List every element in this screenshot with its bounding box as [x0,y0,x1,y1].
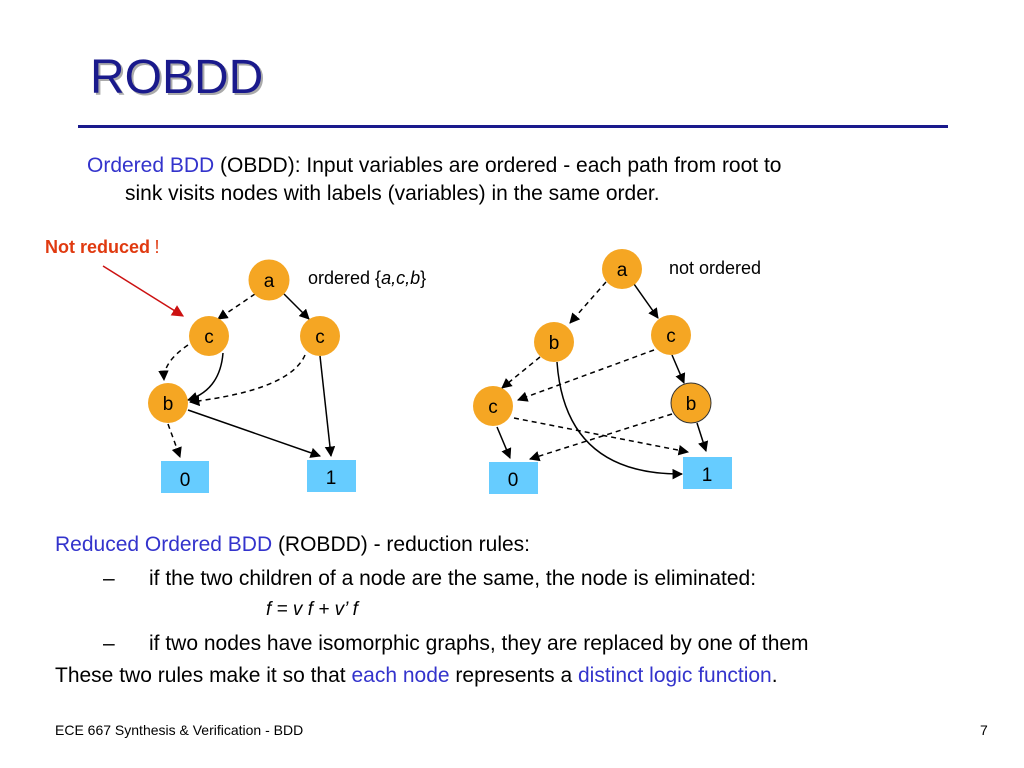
rule-1-dash: – [103,567,115,590]
conclusion-mid: represents a [449,664,578,687]
edge-c2-zero [496,426,512,459]
right-node-b1-label: b [549,333,560,354]
right-node-b1: b [534,322,574,362]
intro-line-1: Ordered BDD (OBDD): Input variables are … [87,151,781,181]
not-reduced-arrow [102,265,185,317]
left-node-c2-label: c [315,327,325,348]
conclusion-start: These two rules make it so that [55,664,352,687]
edge-b2-one [696,422,709,452]
left-diagram-edges [158,293,336,458]
left-caption-prefix: ordered { [308,268,381,288]
rule-2-dash: – [103,632,115,655]
intro-line-2: sink visits nodes with labels (variables… [125,182,660,205]
edge-a-c1 [217,293,256,320]
edge-b1-c2 [501,356,541,389]
left-diagram-nodes: a c c b 0 1 [148,259,356,493]
rule-1: if the two children of a node are the sa… [149,567,757,590]
right-node-b2-label: b [686,394,697,415]
right-node-c1: c [651,315,691,355]
left-node-a-label: a [264,271,275,292]
left-node-c1-label: c [204,327,214,348]
left-node-c1: c [189,316,229,356]
rule-2: if two nodes have isomorphic graphs, the… [149,632,809,655]
not-reduced-annotation: Not reduced ! [45,237,159,258]
right-node-c2-label: c [488,397,498,418]
left-caption: ordered {a,c,b} [308,268,426,288]
edge-b1-one [556,361,684,480]
not-reduced-bang: ! [154,237,160,257]
left-caption-vars: a,c,b [381,268,420,288]
robdd-term: Reduced Ordered BDD [55,533,273,556]
edge-c2-one [319,355,336,458]
edge-c1-b-solid [186,352,224,403]
footer-page-number: 7 [980,722,988,738]
edge-c1-b2 [671,354,686,384]
footer-course: ECE 667 Synthesis & Verification - BDD [55,722,304,738]
edge-c1-c2 [517,349,655,402]
edge-b-zero [167,423,182,458]
rule-1-formula: f = v f + v’ f [266,599,358,620]
right-caption: not ordered [669,258,761,278]
left-terminal-one-label: 1 [326,468,337,489]
edge-c2-one [513,417,690,456]
conclusion-end: . [771,664,778,687]
rules-heading: Reduced Ordered BDD (ROBDD) - reduction … [55,530,530,560]
left-node-b-label: b [163,394,174,415]
right-node-c1-label: c [666,326,676,347]
edge-c1-b-dashed [158,344,189,382]
right-terminal-one-label: 1 [702,465,713,486]
right-terminal-zero-label: 0 [508,470,519,491]
edge-a-c2 [283,293,310,320]
left-terminal-one: 1 [307,460,356,492]
edge-c2-b [188,354,306,407]
edge-ra-b1 [569,281,607,324]
left-node-c2: c [300,316,340,356]
not-reduced-label: Not reduced [45,237,151,257]
intro-line-1-rest: (OBDD): Input variables are ordered - ea… [214,154,782,177]
right-node-a-label: a [617,260,628,281]
right-node-b2: b [670,382,712,424]
edge-b2-zero [528,413,673,462]
right-diagram-nodes: a b c c b 0 1 [473,249,732,494]
rules-heading-rest: (ROBDD) - reduction rules: [272,533,531,556]
right-terminal-one: 1 [683,457,732,489]
slide-title: ROBDD [90,51,264,104]
conclusion-distinct-function: distinct logic function [577,664,772,687]
left-caption-suffix: } [420,268,426,288]
conclusion: These two rules make it so that each nod… [55,661,778,691]
edge-ra-c1 [633,283,659,319]
right-node-a: a [602,249,642,289]
edge-b-one [187,409,321,458]
left-node-b: b [148,383,188,423]
left-node-a: a [248,259,290,301]
conclusion-each-node: each node [351,664,450,687]
right-diagram-edges [496,281,709,480]
right-terminal-zero: 0 [489,462,538,494]
ordered-bdd-term: Ordered BDD [87,154,215,177]
title-underline [78,125,948,128]
left-terminal-zero-label: 0 [180,470,191,491]
left-terminal-zero: 0 [161,461,209,493]
right-node-c2: c [473,386,513,426]
